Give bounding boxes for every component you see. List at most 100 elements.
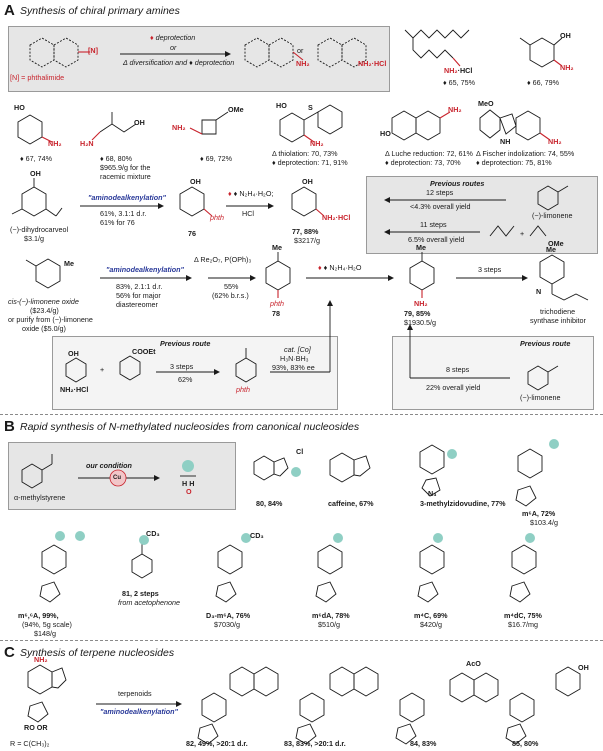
price-m6a: $103.4/g [530, 518, 558, 527]
route76-step2b: HCl [242, 209, 254, 218]
label-81: 81, 2 steps [122, 589, 159, 598]
ho-72: HO [380, 129, 391, 138]
s-70: S [308, 103, 313, 112]
nh2-sectionC: NH₂ [34, 655, 48, 664]
prev-r2-ome: OMe [548, 239, 564, 248]
prev-route-right-title: Previous route [520, 339, 571, 348]
nh2-79: NH₂ [414, 299, 428, 308]
limonene-oxide-alt1: or purify from (−)-limonene [8, 315, 93, 324]
scheme-deprotection: ♦ deprotection [150, 33, 196, 42]
terpenoids-label: terpenoids [118, 689, 152, 698]
section-a-title: Synthesis of chiral primary amines [20, 5, 180, 17]
cu-label: Cu [113, 475, 121, 481]
route78-conditions2: 56% for major [116, 291, 161, 300]
route76-step2: ♦ ♦ N₂H₄·H₂O; [228, 189, 274, 198]
route78-step2: Δ Re₂O₇, P(OPh)₃ [194, 255, 252, 264]
me-79: Me [416, 243, 426, 252]
prev-left-cat2: H₃N·BH₃ [280, 354, 309, 363]
compound-65-label: ♦ 65, 75% [443, 78, 476, 87]
route78-step2b: 55% [224, 282, 239, 291]
nh2hcl-77: NH₂·HCl [322, 213, 351, 222]
aminodealkenylation-3: "aminodealkenylation" [100, 707, 178, 716]
label-77: 77, 88% [292, 227, 319, 236]
route78-step2c: (62% b.r.s.) [212, 291, 249, 300]
compound-74-label: Δ Fischer indolization: 74, 55% [476, 149, 575, 158]
label-d3m6a: D₃-m⁶A, 76% [206, 611, 251, 620]
compound-72-label: Δ Luche reduction: 72, 61% [385, 149, 473, 158]
price-m66a: $148/g [34, 629, 56, 638]
aminodealkenylation-2: "aminodealkenylation" [106, 265, 184, 274]
scheme-diversification: Δ diversification and ♦ deprotection [123, 58, 235, 67]
oh-76: OH [190, 177, 201, 186]
plus-prev-left: + [100, 365, 105, 374]
r-definition: R = C(CH₃)₂ [10, 739, 50, 748]
label-m6a: m⁶A, 72% [522, 509, 556, 518]
oh-dhc: OH [30, 169, 41, 178]
or-or-start: RO OR [24, 723, 48, 732]
meo-74: MeO [478, 99, 494, 108]
prev-left-cat: cat. [Co] [284, 345, 311, 354]
reagent-label: α-methylstyrene [14, 493, 66, 502]
section-c-title: Synthesis of terpene nucleosides [20, 647, 175, 659]
oh-77: OH [302, 177, 313, 186]
nh2-69: NH₂ [172, 123, 186, 132]
dihydrocarveol-price: $3.1/g [24, 234, 44, 243]
route78-conditions3: diastereomer [116, 300, 158, 309]
nh2-68: H₂N [80, 139, 94, 148]
prev-r2-plus: + [520, 229, 525, 238]
oh-68: OH [134, 118, 145, 127]
oh-85: OH [578, 663, 589, 672]
prev-left-cat3: 93%, 83% ee [272, 363, 315, 372]
route76-conditions2: 61% for 76 [100, 218, 135, 227]
aco-84: AcO [466, 659, 481, 668]
label-m6da: m⁶dA, 78% [312, 611, 350, 620]
divider-ab [0, 414, 603, 415]
divider-bc [0, 640, 603, 641]
nh2hcl-65: NH₂·HCl [444, 66, 473, 75]
previous-routes-title: Previous routes [430, 179, 485, 188]
n-target: N [536, 287, 542, 296]
price-d3m6a: $7030/g [214, 620, 240, 629]
prev-right-start: (−)-limonene [520, 393, 561, 402]
label-caffeine: caffeine, 67% [328, 499, 374, 508]
n3-label: N₃ [428, 489, 437, 498]
o-label: O [186, 487, 192, 496]
route78-conditions: 83%, 2.1:1 d.r. [116, 282, 163, 291]
n-label: [N] [88, 46, 98, 55]
compound-67-label: ♦ 67, 74% [20, 154, 53, 163]
label-82: 82, 49%, >20:1 d.r. [186, 739, 248, 748]
nh2-74: NH₂ [548, 137, 562, 146]
limonene-oxide-alt2: oxide ($5.0/g) [22, 324, 66, 333]
prev-r2-yield: 6.5% overall yield [408, 235, 465, 244]
nh2-label-1: NH₂ [296, 59, 310, 68]
prev-r2-steps: 11 steps [420, 220, 447, 229]
section-b-letter: B [4, 418, 15, 435]
steps3-label: 3 steps [478, 265, 502, 274]
general-scheme-box [8, 26, 390, 92]
compound-75-label: ♦ deprotection: 75, 81% [476, 158, 552, 167]
label-84: 84, 83% [410, 739, 437, 748]
dihydrocarveol-name: (−)-dihydrocarveol [10, 225, 69, 234]
cooet: COOEt [132, 347, 156, 356]
phth-76: phth [210, 213, 224, 222]
compound-66-label: ♦ 66, 79% [527, 78, 560, 87]
oh-66: OH [560, 31, 571, 40]
compound-68-note: $965.9/g for the racemic mixture [100, 163, 151, 181]
route76-conditions: 61%, 3.1:1 d.r. [100, 209, 147, 218]
price-77: $3217/g [294, 236, 320, 245]
nh2-70: NH₂ [310, 139, 324, 148]
prev-left-steps: 3 steps [170, 362, 194, 371]
price-m4dc: $16.7/mg [508, 620, 538, 629]
price-m4c: $420/g [420, 620, 442, 629]
prev-route-right-box [392, 336, 594, 410]
prev-right-steps: 8 steps [446, 365, 470, 374]
